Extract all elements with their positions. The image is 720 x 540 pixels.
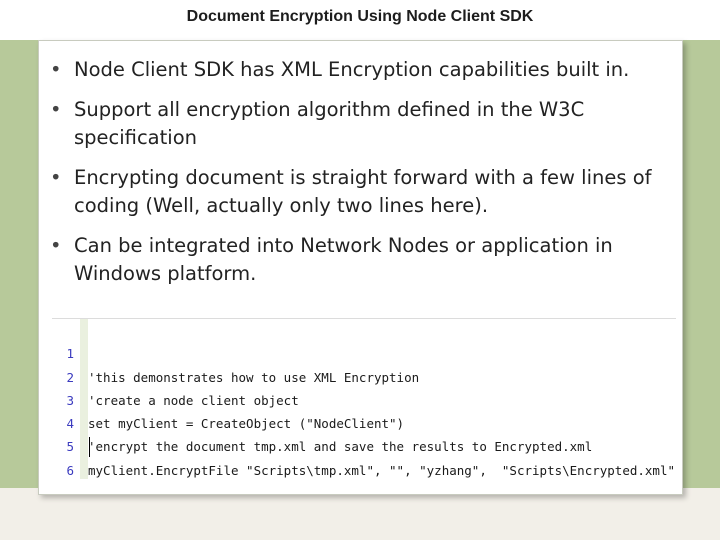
line-number: 5 <box>66 439 74 455</box>
code-text: myClient.EncryptFile "Scripts\tmp.xml", … <box>88 462 675 478</box>
line-number: 6 <box>66 462 74 478</box>
bullet-list: • Node Client SDK has XML Encryption cap… <box>50 56 675 300</box>
code-text: 'create a node client object <box>88 392 299 408</box>
text-cursor <box>89 437 90 457</box>
bullet-item: • Can be integrated into Network Nodes o… <box>50 232 675 288</box>
bullet-item: • Support all encryption algorithm defin… <box>50 96 675 152</box>
code-text: 'encrypt the document tmp.xml and save t… <box>88 439 593 455</box>
bullet-text: Support all encryption algorithm defined… <box>74 98 585 149</box>
bullet-item: • Node Client SDK has XML Encryption cap… <box>50 56 675 84</box>
code-line[interactable]: 5 myClient.EncryptFile "Scripts\tmp.xml"… <box>52 412 676 477</box>
bullet-dot-icon: • <box>50 166 62 189</box>
code-line[interactable]: 3 set myClient = CreateObject ("NodeClie… <box>52 366 676 431</box>
bullet-dot-icon: • <box>50 58 62 81</box>
right-band <box>680 40 720 540</box>
line-number: 1 <box>66 346 74 362</box>
code-text: 'this demonstrates how to use XML Encryp… <box>88 369 420 385</box>
bottom-band <box>0 488 720 540</box>
code-gutter <box>80 319 88 479</box>
bullet-dot-icon: • <box>50 98 62 121</box>
slide-title: Document Encryption Using Node Client SD… <box>186 8 534 25</box>
left-band <box>0 40 40 540</box>
code-line[interactable]: 1 'this demonstrates how to use XML Encr… <box>52 319 676 384</box>
code-text: set myClient = CreateObject ("NodeClient… <box>88 416 405 432</box>
bullet-text: Can be integrated into Network Nodes or … <box>74 234 613 285</box>
bullet-item: • Encrypting document is straight forwar… <box>50 164 675 220</box>
bullet-text: Encrypting document is straight forward … <box>74 166 652 217</box>
code-line[interactable]: 2 'create a node client object <box>52 342 676 408</box>
line-number: 2 <box>66 369 74 385</box>
line-number: 4 <box>66 416 74 432</box>
bullet-dot-icon: • <box>50 234 62 257</box>
line-number: 3 <box>66 392 74 408</box>
top-band <box>0 0 720 40</box>
bullet-text: Node Client SDK has XML Encryption capab… <box>74 58 630 81</box>
code-line[interactable]: 6 <box>52 435 676 478</box>
code-editor[interactable]: 1 'this demonstrates how to use XML Encr… <box>52 318 676 479</box>
code-line[interactable]: 4 'encrypt the document tmp.xml and save… <box>52 389 676 454</box>
